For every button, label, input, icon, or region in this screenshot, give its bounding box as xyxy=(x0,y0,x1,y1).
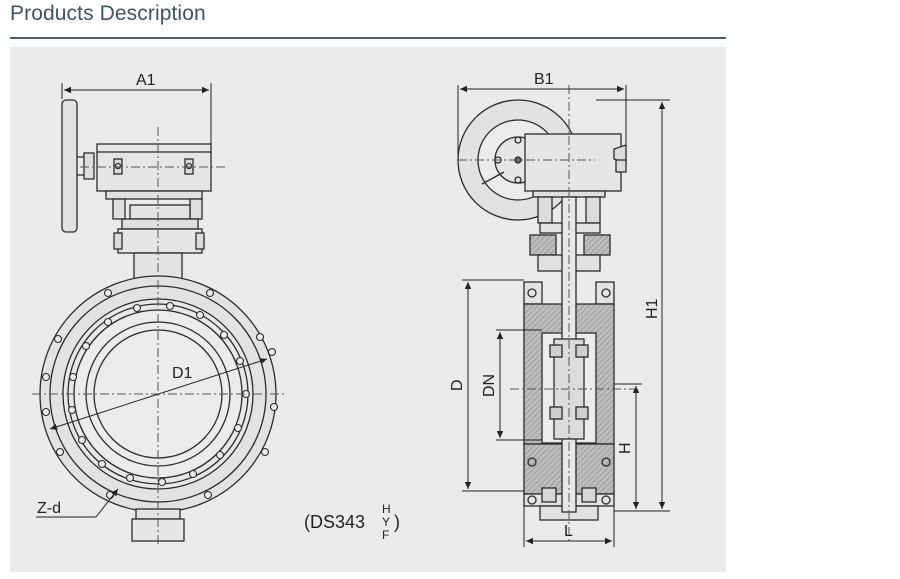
dim-label-zd: Z-d xyxy=(37,500,61,517)
section-title: Products Description xyxy=(10,2,206,25)
dim-label-l: L xyxy=(564,523,573,540)
valve-drawing-panel: A1 D1 Z-d (DS343 H Y F ) xyxy=(10,47,726,572)
svg-text:Y: Y xyxy=(382,515,390,529)
dim-label-h1: H1 xyxy=(644,298,661,319)
flange-bolt-holes xyxy=(41,288,279,500)
svg-text:F: F xyxy=(382,528,389,542)
side-center-lines xyxy=(458,85,635,542)
valve-technical-drawing: A1 D1 Z-d (DS343 H Y F ) xyxy=(32,71,670,547)
dim-label-a1: A1 xyxy=(136,72,156,89)
dim-label-d: D xyxy=(449,379,466,391)
handwheel xyxy=(61,99,78,233)
side-dimensions xyxy=(457,85,670,547)
front-dimensions xyxy=(36,83,268,518)
side-view xyxy=(457,99,627,521)
svg-text:(DS343: (DS343 xyxy=(304,512,365,532)
dim-label-h: H xyxy=(617,442,634,454)
dim-label-d1: D1 xyxy=(172,365,193,382)
dim-label-dn: DN xyxy=(481,374,498,397)
model-code: (DS343 H Y F ) xyxy=(304,502,400,542)
dim-label-b1: B1 xyxy=(534,71,554,88)
title-divider xyxy=(10,37,726,39)
svg-text:H: H xyxy=(382,502,391,516)
side-gearbox xyxy=(524,133,622,192)
svg-text:): ) xyxy=(394,512,400,532)
